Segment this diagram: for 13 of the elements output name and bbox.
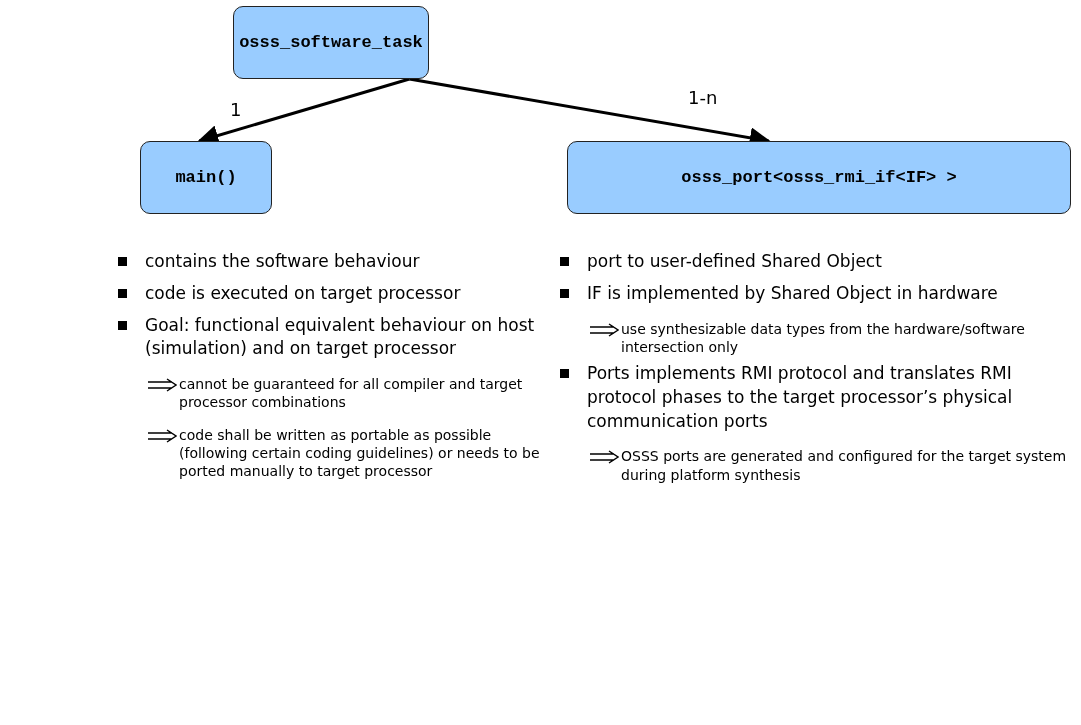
bullet-text: code is executed on target processor xyxy=(145,282,461,303)
class-box: main() xyxy=(140,141,272,214)
bullet-text: contains the software behaviour xyxy=(145,251,420,271)
bullet-text: Goal: functional equivalent behaviour on host (simulation) and on target processor xyxy=(145,314,535,359)
bullet-text: Ports implements RMI protocol and translates RMI protocol phases to the target processor’s physical communication ports xyxy=(587,362,1013,431)
bullet-text: IF is implemented by Shared Object in hardware xyxy=(587,282,998,303)
bullet-text: OSSS ports are generated and configured for the target system during platform synthesis xyxy=(621,448,1067,483)
bullet-text: code shall be written as portable as possible (following certain coding guidelines) or needs to be ported manually to target processor xyxy=(179,426,540,479)
bullet-text: port to user-defined Shared Object xyxy=(587,251,882,271)
bullet-text: cannot be guaranteed for all compiler and target processor combinations xyxy=(179,376,523,411)
bullet-text: use synthesizable data types from the hardware/software intersection only xyxy=(621,320,1025,355)
class-box: osss_software_task xyxy=(233,6,429,79)
class-box: osss_port<osss_rmi_if<IF> > xyxy=(567,141,1071,214)
